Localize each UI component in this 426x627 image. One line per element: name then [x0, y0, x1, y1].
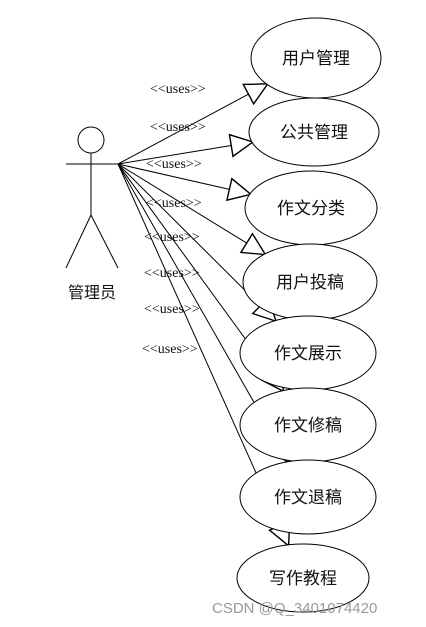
use-case-ellipse	[236, 543, 370, 613]
use-case-label: 公共管理	[280, 123, 348, 143]
connector-line	[117, 93, 249, 165]
use-case-label: 作文展示	[274, 344, 342, 364]
connector-line	[117, 163, 261, 307]
actor-figure	[65, 126, 119, 269]
actor-left-leg	[65, 214, 92, 269]
use-case-label: 作文修稿	[274, 416, 342, 436]
use-case-label: 用户投稿	[276, 273, 344, 293]
uses-label: <<uses>>	[144, 302, 200, 317]
connector-line	[117, 163, 230, 190]
connector-line	[117, 163, 247, 244]
arrowhead	[226, 177, 253, 202]
uses-label: <<uses>>	[142, 342, 198, 357]
uses-label: <<uses>>	[144, 266, 200, 281]
use-case-label: 作文退稿	[274, 488, 342, 508]
use-case-label: 作文分类	[277, 199, 345, 219]
connector-line	[117, 145, 232, 165]
connectors: <<uses>> <<uses>> <<uses>> <<uses>> <<uses>>…	[117, 82, 291, 548]
uses-label: <<uses>>	[146, 157, 202, 172]
use-case-ellipse	[239, 459, 377, 535]
use-case-label: 用户管理	[282, 49, 350, 69]
uses-label: <<uses>>	[150, 82, 206, 97]
actor-label: 管理员	[68, 283, 116, 302]
watermark: CSDN @Q_3401074420	[212, 600, 377, 617]
actor-head	[77, 126, 105, 154]
uses-label: <<uses>>	[146, 196, 202, 211]
arrowhead	[242, 83, 270, 106]
use-case-label: 写作教程	[269, 569, 337, 589]
actor-right-leg	[90, 214, 119, 269]
connector-line	[117, 163, 278, 444]
use-case-ellipse	[248, 97, 380, 167]
connector-line	[117, 163, 281, 526]
arrowhead	[228, 133, 255, 158]
arrowhead	[239, 232, 267, 256]
uses-label: <<uses>>	[150, 120, 206, 135]
